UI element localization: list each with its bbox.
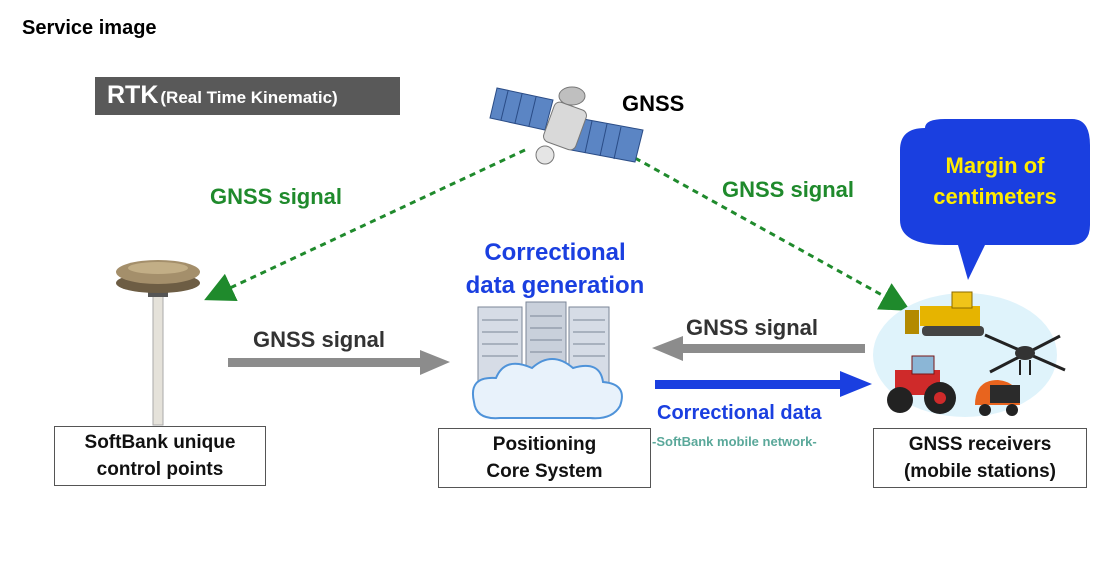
satellite-icon bbox=[489, 86, 644, 165]
speech-bubble-shape bbox=[900, 119, 1090, 280]
receivers-line1: GNSS receivers bbox=[908, 434, 1052, 455]
page-title: Service image bbox=[22, 17, 157, 39]
control-points-line1: SoftBank unique bbox=[84, 432, 236, 453]
receivers-box: GNSS receivers (mobile stations) bbox=[873, 428, 1087, 488]
gnss-signal-from-receivers-label: GNSS signal bbox=[686, 315, 819, 340]
mobility-vehicle-icon bbox=[975, 380, 1020, 416]
rtk-sub-label: (Real Time Kinematic) bbox=[160, 88, 338, 107]
gnss-label: GNSS bbox=[622, 91, 685, 116]
core-system-box: Positioning Core System bbox=[438, 428, 651, 488]
core-system-line2: Core System bbox=[486, 461, 603, 482]
core-system-line1: Positioning bbox=[492, 434, 597, 455]
correctional-data-arrow bbox=[655, 371, 872, 397]
gnss-signal-left-arrow bbox=[204, 148, 526, 301]
control-points-box: SoftBank unique control points bbox=[54, 426, 266, 486]
network-label: -SoftBank mobile network- bbox=[652, 434, 817, 449]
gnss-signal-right-label: GNSS signal bbox=[722, 177, 855, 202]
bubble-line2: centimeters bbox=[933, 184, 1057, 209]
core-caption-line1: Correctional bbox=[484, 239, 626, 266]
gnss-signal-to-core-label: GNSS signal bbox=[253, 327, 386, 352]
network-label-text: SoftBank mobile network bbox=[656, 434, 813, 449]
rtk-banner: RTK (Real Time Kinematic) bbox=[95, 77, 400, 115]
tractor-icon bbox=[887, 355, 956, 414]
gnss-signal-left-label: GNSS signal bbox=[210, 184, 343, 209]
bubble-line1: Margin of bbox=[945, 153, 1045, 178]
control-point-antenna-icon bbox=[116, 260, 200, 426]
receivers-line2: (mobile stations) bbox=[903, 461, 1056, 482]
correctional-data-label: Correctional data bbox=[657, 402, 822, 424]
gnss-signal-from-receivers-arrow bbox=[652, 336, 865, 361]
bulldozer-icon bbox=[905, 291, 984, 336]
speech-bubble-text: Margin of centimeters bbox=[900, 150, 1090, 212]
core-caption-line2: data generation bbox=[465, 272, 645, 299]
core-caption: Correctional data generation bbox=[445, 236, 665, 302]
drone-icon bbox=[984, 333, 1066, 375]
server-cloud-icon bbox=[472, 301, 623, 420]
control-points-line2: control points bbox=[96, 459, 224, 480]
rtk-main-label: RTK bbox=[107, 81, 159, 109]
receivers-cluster-icon bbox=[873, 291, 1066, 417]
gnss-signal-to-core-arrow bbox=[228, 350, 450, 375]
